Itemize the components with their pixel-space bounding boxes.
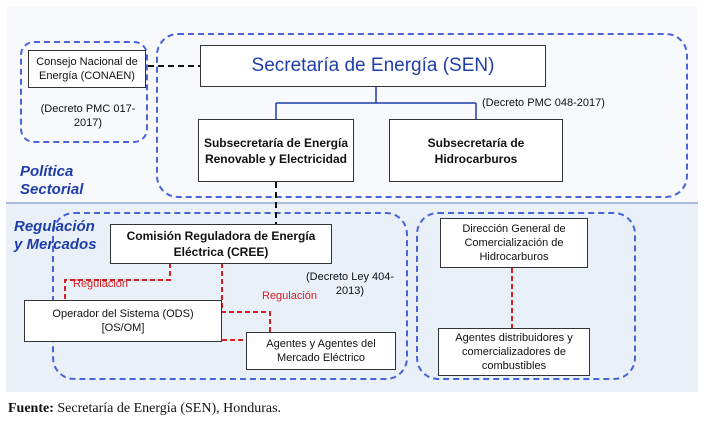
source-footer: Fuente: Secretaría de Energía (SEN), Hon…	[8, 401, 281, 417]
conaen-node: Consejo Nacional de Energía (CONAEN)	[28, 50, 146, 88]
section-divider	[6, 202, 698, 204]
distribuidores-node: Agentes distribuidores y comercializador…	[438, 328, 590, 376]
cree-ods-regulation-link	[64, 263, 171, 300]
footer-text: Secretaría de Energía (SEN), Honduras.	[53, 401, 282, 416]
sen-node: Secretaría de Energía (SEN)	[200, 45, 546, 87]
cree-agentes-regulation-link	[221, 263, 271, 332]
sen-decree: (Decreto PMC 048-2017)	[482, 97, 605, 109]
sen-region	[156, 33, 688, 198]
conaen-region	[20, 41, 148, 143]
conaen-decree: (Decreto PMC 017- 2017)	[40, 103, 136, 129]
footer-label: Fuente:	[8, 401, 54, 416]
cree-region	[52, 212, 408, 380]
dgch-node: Dirección General de Comercialización de…	[440, 218, 588, 268]
agentes-node: Agentes y Agentes del Mercado Eléctrico	[246, 332, 396, 370]
section-label-politica: Política Sectorial	[20, 163, 84, 198]
hidrocarburos-region	[416, 212, 636, 380]
sub-hidro-node: Subsecretaría de Hidrocarburos	[389, 119, 563, 182]
cree-decree: (Decreto Ley 404- 2013)	[305, 271, 395, 297]
cree-node: Comisión Reguladora de Energía Eléctrica…	[110, 224, 332, 264]
ods-node: Operador del Sistema (ODS) [OS/OM]	[24, 300, 222, 342]
sen-subsecretaria-links	[275, 87, 477, 119]
edge-label-regulacion-2: Regulación	[262, 290, 318, 302]
section-label-regulacion: Regulación y Mercados	[14, 218, 97, 253]
sub-renovable-node: Subsecretaría de Energía Renovable y Ele…	[198, 119, 354, 182]
edge-label-regulacion-1: Regulación	[73, 278, 129, 290]
